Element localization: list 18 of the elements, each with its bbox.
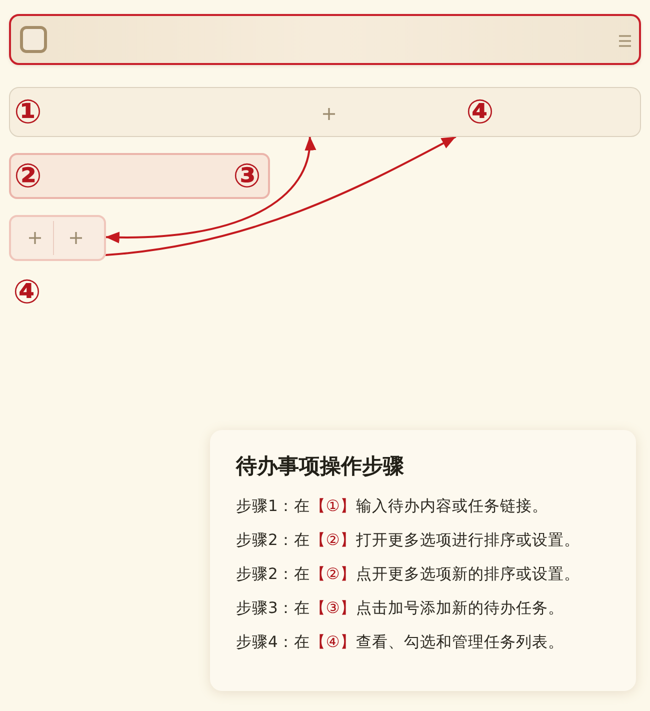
step-text: 步骤2：在【②】点开更多选项新的排序或设置。 bbox=[236, 564, 581, 585]
step-text: 步骤1：在【①】输入待办内容或任务链接。 bbox=[236, 496, 549, 517]
callout-number: ④ bbox=[466, 95, 494, 129]
callout-number: ④ bbox=[13, 275, 41, 309]
callout-number: ② bbox=[14, 159, 42, 193]
step-text: 步骤2：在【②】打开更多选项进行排序或设置。 bbox=[236, 530, 581, 551]
step-text: 步骤4：在【④】查看、勾选和管理任务列表。 bbox=[236, 632, 565, 653]
address-bar bbox=[9, 14, 641, 65]
arrow bbox=[105, 136, 315, 244]
arrow bbox=[105, 136, 456, 256]
card-title: 待办事项操作步骤 bbox=[236, 453, 405, 480]
callout-number: ③ bbox=[233, 159, 261, 193]
instruction-card bbox=[210, 430, 636, 691]
add-panel bbox=[9, 215, 106, 261]
input-bar bbox=[9, 87, 641, 137]
step-text: 步骤3：在【③】点击加号添加新的待办任务。 bbox=[236, 598, 565, 619]
callout-number: ① bbox=[14, 95, 42, 129]
options-bar bbox=[9, 153, 270, 199]
